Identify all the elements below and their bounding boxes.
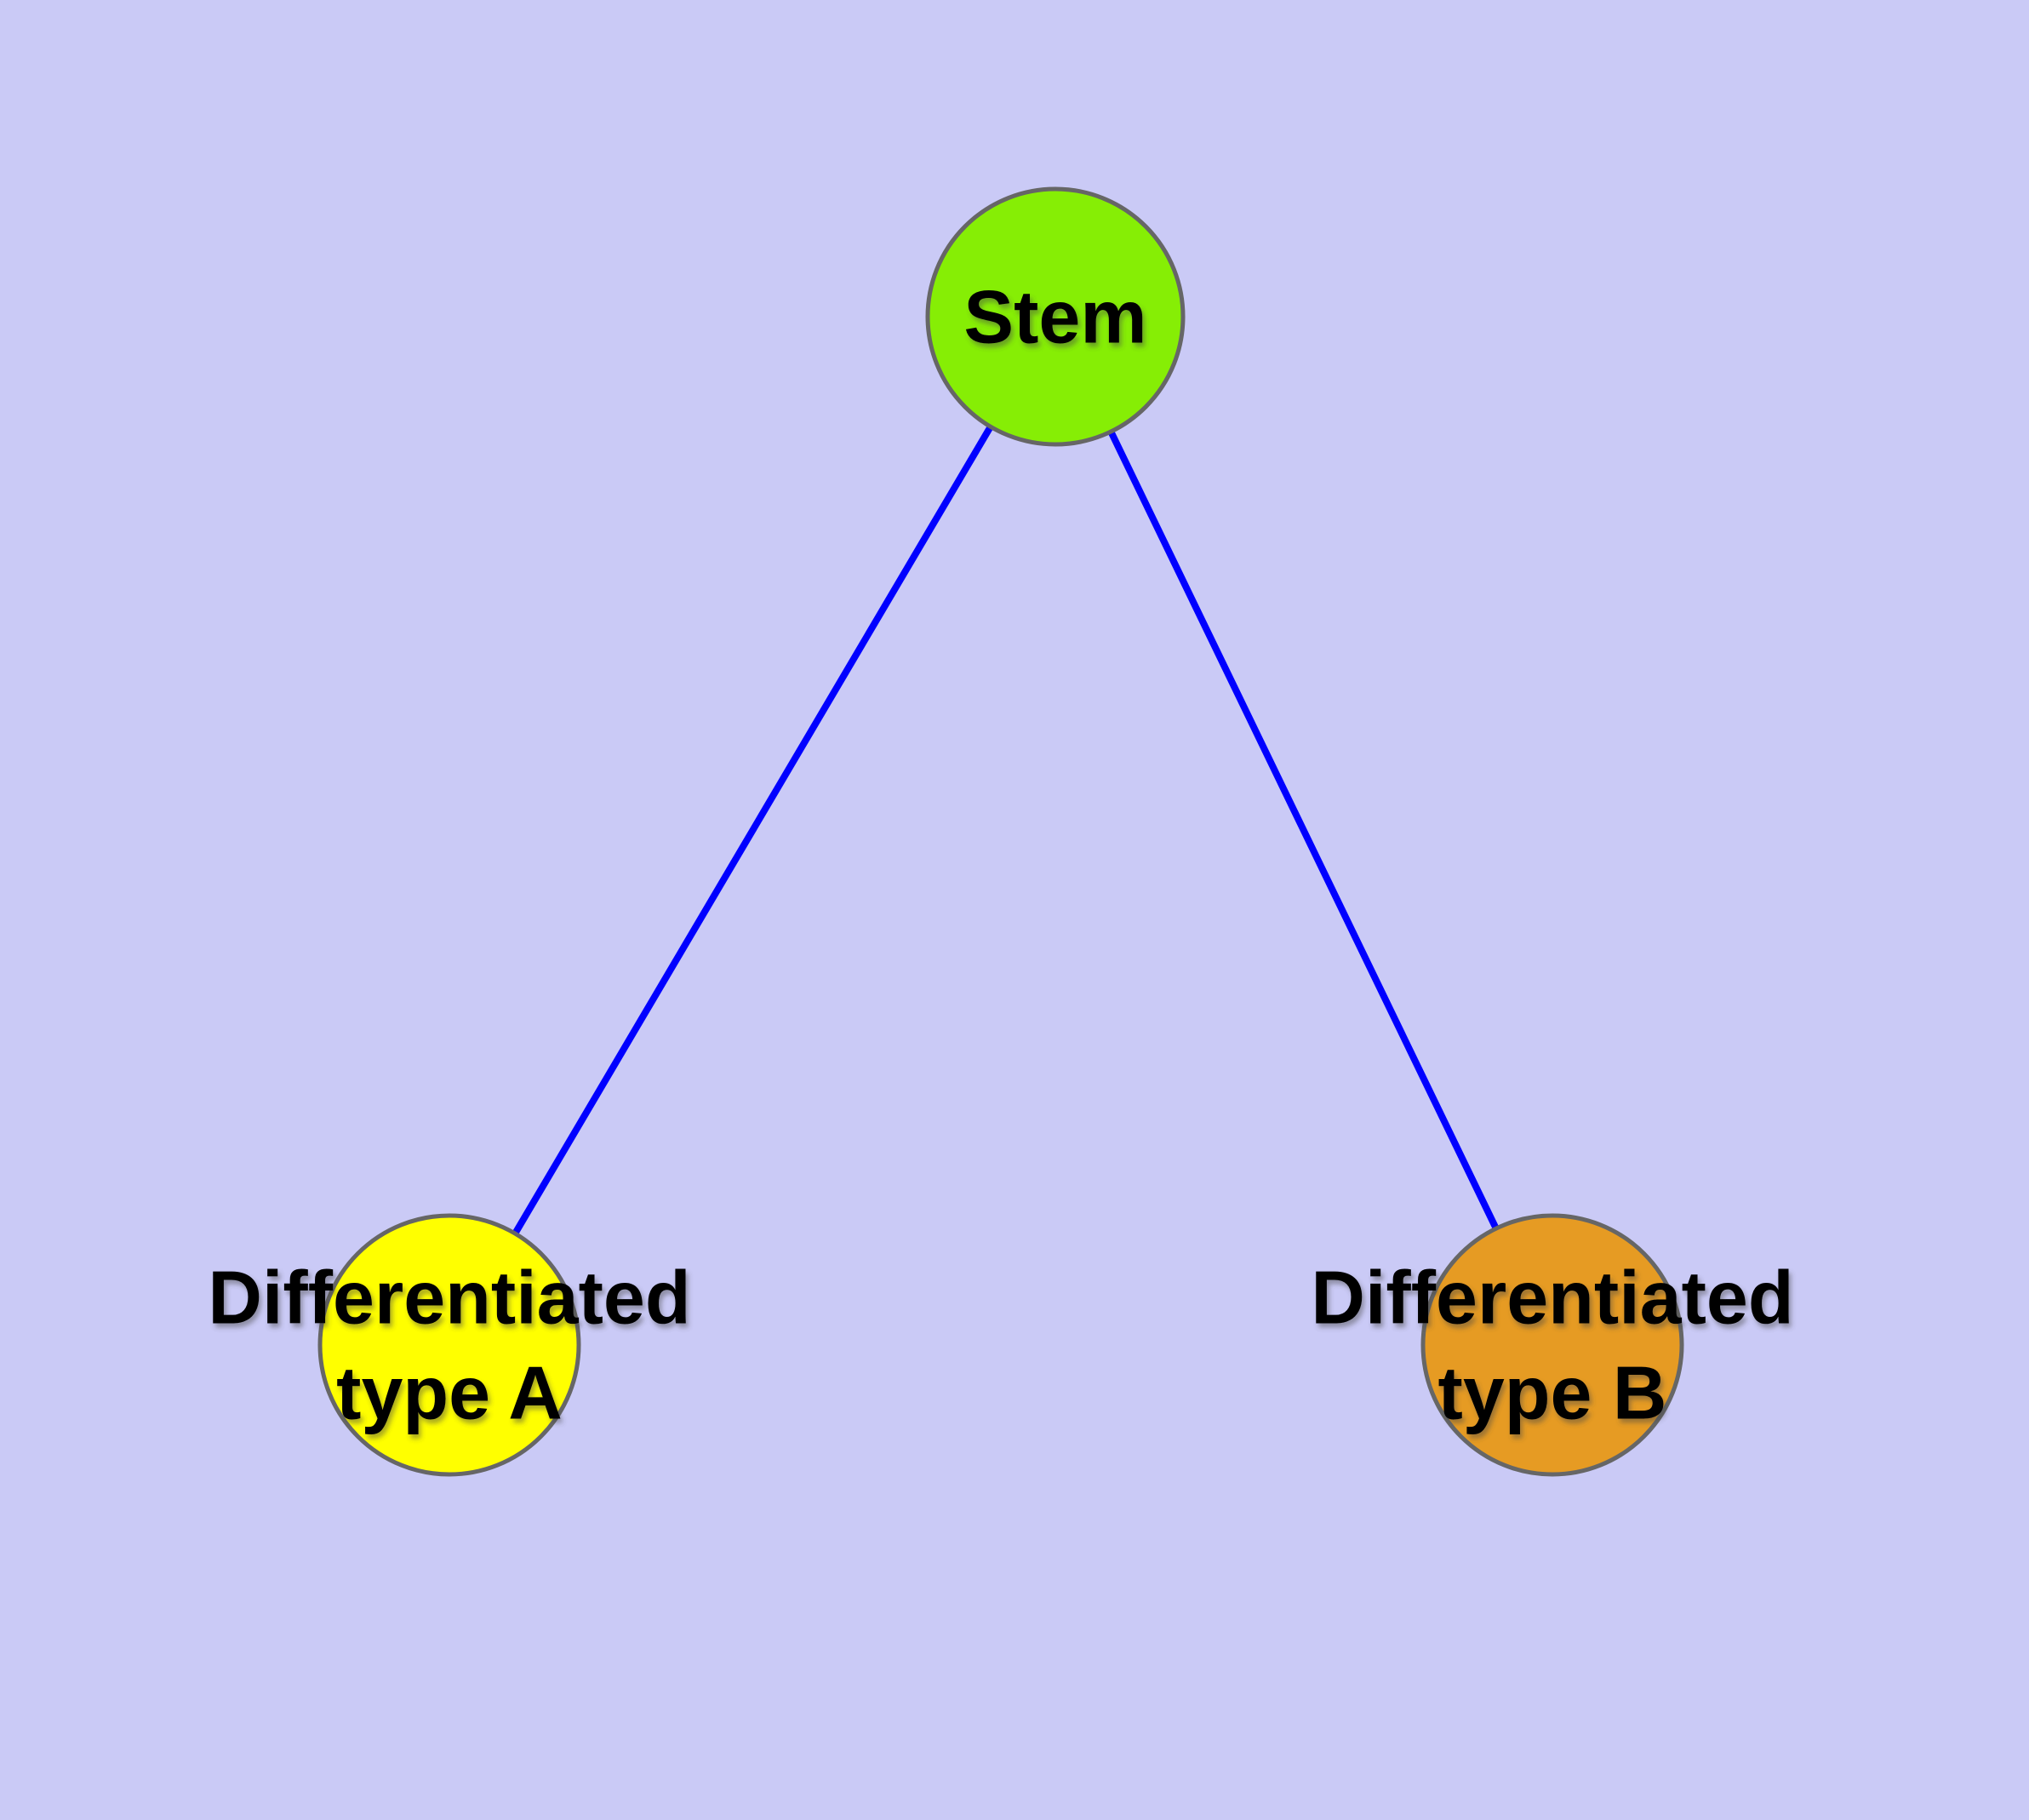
node-label-line: type B bbox=[1438, 1351, 1667, 1435]
node-label-differentiated-type-b: Differentiated type B bbox=[1311, 1256, 1793, 1435]
edge-stem-to-differentiated-type-a bbox=[446, 314, 1059, 1348]
node-label-line: type A bbox=[336, 1351, 563, 1435]
node-differentiated-type-b bbox=[1420, 1213, 1684, 1477]
edges-layer bbox=[446, 314, 1556, 1348]
node-label-stem: Stem bbox=[963, 275, 1146, 359]
edge-stem-to-differentiated-type-b bbox=[1052, 315, 1556, 1347]
node-label-line: Differentiated bbox=[1311, 1256, 1793, 1340]
node-label-differentiated-type-a: Differentiated type A bbox=[208, 1256, 690, 1435]
node-label-line: Differentiated bbox=[208, 1256, 690, 1340]
nodes-layer bbox=[317, 186, 1684, 1477]
node-stem bbox=[925, 186, 1186, 447]
node-differentiated-type-a bbox=[317, 1213, 581, 1477]
node-label-line: Stem bbox=[963, 275, 1146, 359]
